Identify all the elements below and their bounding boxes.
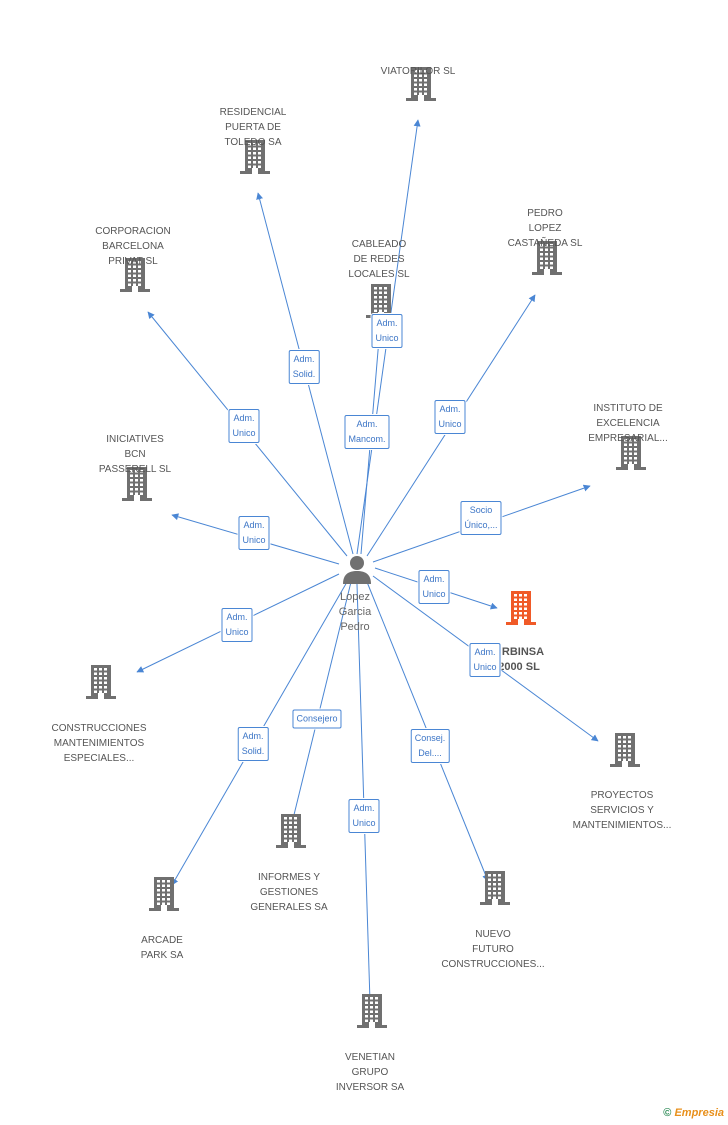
role-badge-construcciones[interactable]: Adm. Unico <box>221 608 253 642</box>
role-badge-nuevo[interactable]: Consej. Del.... <box>410 729 450 763</box>
role-badge-cableado[interactable]: Adm. Unico <box>371 314 403 348</box>
company-label-viatorilor[interactable]: VIATORILOR SL <box>380 66 456 77</box>
company-label-urbinsa[interactable]: URBINSA 2000 SL <box>493 646 545 673</box>
building-icon[interactable] <box>120 258 150 292</box>
role-badge-proyectos[interactable]: Adm. Unico <box>469 643 501 677</box>
building-icon[interactable] <box>240 140 270 174</box>
company-label-pedro_lopez[interactable]: PEDRO LOPEZ CASTAÑEDA SL <box>507 208 583 249</box>
company-label-arcade[interactable]: ARCADE PARK SA <box>140 935 184 961</box>
company-label-instituto[interactable]: INSTITUTO DE EXCELENCIA EMPRESARIAL... <box>588 403 668 444</box>
company-label-construcciones[interactable]: CONSTRUCCIONES MANTENIMIENTOS ESPECIALES… <box>51 723 147 764</box>
building-icon[interactable] <box>610 733 640 767</box>
role-badge-corporacion[interactable]: Adm. Unico <box>228 409 260 443</box>
company-label-iniciatives[interactable]: INICIATIVES BCN PASSERELL SL <box>98 434 172 475</box>
role-badge-iniciatives[interactable]: Adm. Unico <box>238 516 270 550</box>
building-icon[interactable] <box>357 994 387 1028</box>
center-person-name[interactable]: Lopez Garcia Pedro <box>338 591 372 633</box>
company-label-proyectos[interactable]: PROYECTOS SERVICIOS Y MANTENIMIENTOS... <box>572 790 672 831</box>
building-icon[interactable] <box>532 241 562 275</box>
building-icon[interactable] <box>366 284 396 318</box>
role-badge-arcade[interactable]: Adm. Solid. <box>237 727 269 761</box>
building-icon[interactable] <box>122 467 152 501</box>
building-icon[interactable] <box>149 877 179 911</box>
company-label-nuevo[interactable]: NUEVO FUTURO CONSTRUCCIONES... <box>441 929 545 970</box>
brand-watermark: © Empresia <box>663 1107 724 1119</box>
edge-informes <box>290 581 352 824</box>
building-icon[interactable] <box>276 814 306 848</box>
company-label-residencial[interactable]: RESIDENCIAL PUERTA DE TOLEDO SA <box>219 107 287 148</box>
role-badge-residencial[interactable]: Adm. Solid. <box>288 350 320 384</box>
copyright-symbol: © <box>663 1107 672 1119</box>
company-label-informes[interactable]: INFORMES Y GESTIONES GENERALES SA <box>250 872 328 913</box>
person-icon[interactable] <box>341 553 373 585</box>
building-icon[interactable] <box>616 436 646 470</box>
building-icon[interactable] <box>86 665 116 699</box>
edge-venetian <box>356 583 374 1003</box>
role-badge-pedro_lopez[interactable]: Adm. Unico <box>434 400 466 434</box>
company-label-cableado[interactable]: CABLEADO DE REDES LOCALES SL <box>348 239 410 280</box>
role-badge-viatorilor[interactable]: Adm. Mancom. <box>344 415 390 449</box>
building-icon[interactable] <box>406 67 436 101</box>
building-icon[interactable] <box>506 591 536 625</box>
role-badge-instituto[interactable]: Socio Único,... <box>460 501 502 535</box>
company-label-corporacion[interactable]: CORPORACION BARCELONA PRIVAT SL <box>95 226 171 267</box>
role-badge-venetian[interactable]: Adm. Unico <box>348 799 380 833</box>
brand-name: Empresia <box>674 1107 724 1119</box>
company-label-venetian[interactable]: VENETIAN GRUPO INVERSOR SA <box>335 1052 405 1093</box>
role-badge-urbinsa[interactable]: Adm. Unico <box>418 570 450 604</box>
building-icon[interactable] <box>480 871 510 905</box>
role-badge-informes[interactable]: Consejero <box>292 709 342 729</box>
